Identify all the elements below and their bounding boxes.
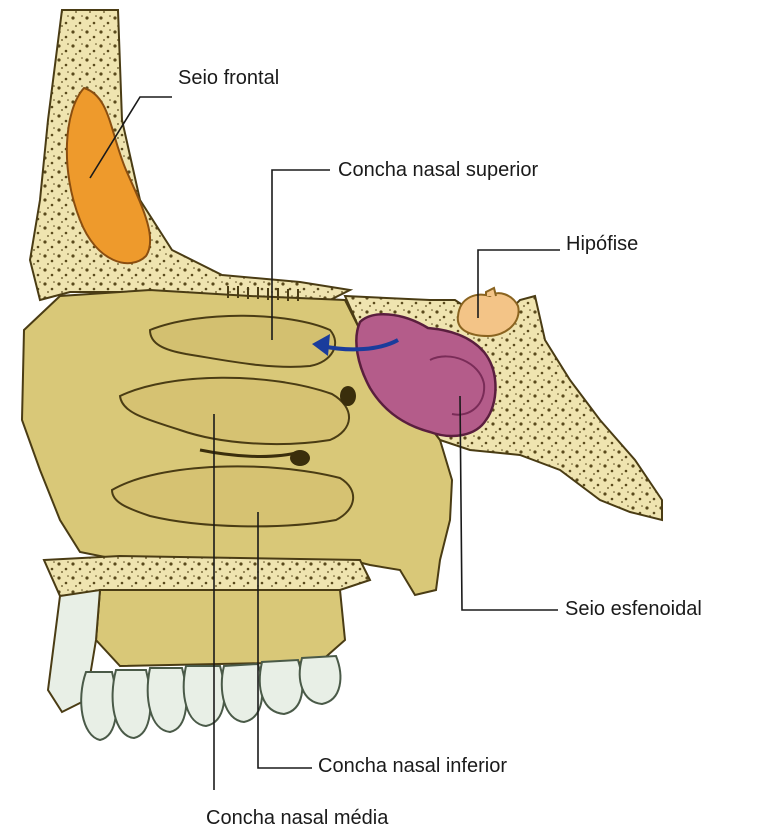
tooth xyxy=(113,670,151,738)
tooth xyxy=(81,672,116,740)
sphenoethmoidal-recess xyxy=(340,386,356,406)
pituitary-stalk xyxy=(486,288,496,296)
tooth xyxy=(184,666,225,726)
label-concha-nasal-superior: Concha nasal superior xyxy=(338,160,538,180)
label-seio-esfenoidal: Seio esfenoidal xyxy=(565,599,702,619)
pituitary-gland xyxy=(458,293,519,336)
tooth xyxy=(222,664,263,722)
tooth xyxy=(148,668,187,732)
label-hipofise: Hipófise xyxy=(566,234,638,254)
teeth xyxy=(81,656,340,740)
label-concha-nasal-media: Concha nasal média xyxy=(206,808,388,828)
label-concha-nasal-inferior: Concha nasal inferior xyxy=(318,756,507,776)
tooth xyxy=(260,660,303,714)
alveolar-process xyxy=(96,590,345,666)
label-seio-frontal: Seio frontal xyxy=(178,68,279,88)
ostium-shadow xyxy=(290,450,310,466)
tooth xyxy=(300,656,341,704)
